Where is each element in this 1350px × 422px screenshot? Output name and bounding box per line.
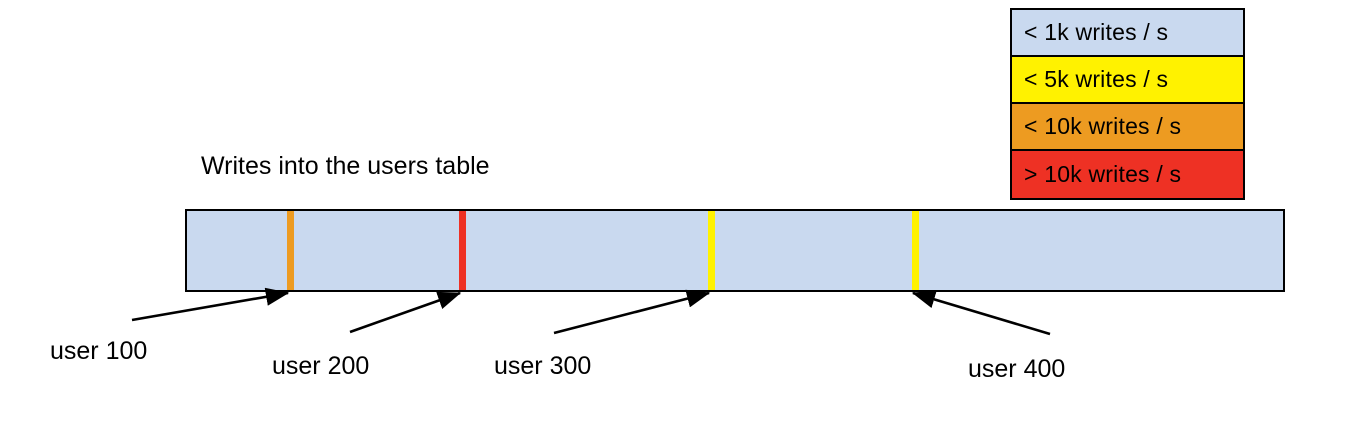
arrow-user-100 bbox=[131, 287, 290, 322]
legend-label-gt-10k: > 10k writes / s bbox=[1024, 161, 1182, 187]
marker-stripe-user-200 bbox=[459, 211, 466, 290]
legend-entry-lt-5k: < 5k writes / s bbox=[1012, 57, 1243, 104]
legend-entry-gt-10k: > 10k writes / s bbox=[1012, 151, 1243, 198]
tick-label-user-100: user 100 bbox=[50, 337, 148, 365]
legend-label-lt-1k: < 1k writes / s bbox=[1024, 19, 1169, 45]
marker-stripe-user-300 bbox=[708, 211, 715, 290]
arrow-user-300 bbox=[553, 289, 711, 335]
legend-label-lt-5k: < 5k writes / s bbox=[1024, 66, 1169, 92]
arrow-user-200 bbox=[349, 291, 462, 334]
tick-label-user-400: user 400 bbox=[968, 355, 1066, 383]
legend: < 1k writes / s < 5k writes / s < 10k wr… bbox=[1010, 8, 1245, 200]
chart-title: Writes into the users table bbox=[201, 152, 490, 180]
legend-entry-lt-10k: < 10k writes / s bbox=[1012, 104, 1243, 151]
tick-label-user-300: user 300 bbox=[494, 352, 592, 380]
marker-stripe-user-100 bbox=[287, 211, 294, 290]
legend-label-lt-10k: < 10k writes / s bbox=[1024, 113, 1182, 139]
legend-entry-lt-1k: < 1k writes / s bbox=[1012, 10, 1243, 57]
marker-stripe-user-400 bbox=[912, 211, 919, 290]
tick-label-user-200: user 200 bbox=[272, 352, 370, 380]
users-table-bar bbox=[185, 209, 1285, 292]
arrow-user-400 bbox=[911, 290, 1051, 336]
